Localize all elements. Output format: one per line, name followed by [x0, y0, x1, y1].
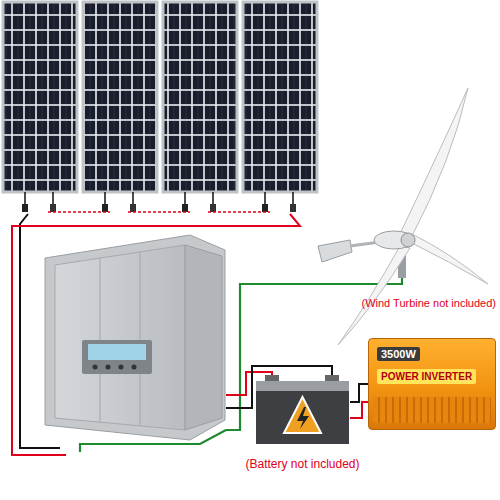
- button: [119, 365, 124, 370]
- solar-panel: [243, 2, 317, 192]
- power-inverter: 3500W POWER INVERTER: [368, 338, 496, 430]
- mc4-connector: [210, 204, 216, 212]
- mc4-connector: [50, 204, 56, 212]
- battery-unit: (Battery not included): [255, 375, 350, 445]
- tail-vane: [318, 240, 352, 262]
- battery-lid: [256, 381, 349, 391]
- inverter-positive-wire: [350, 402, 368, 418]
- battery-symbol: [255, 375, 350, 445]
- lcd-screen: [88, 344, 146, 360]
- series-wire: [48, 211, 110, 213]
- panel-cable: [264, 192, 266, 204]
- battery-terminal: [325, 375, 339, 382]
- panel-cable: [24, 192, 26, 204]
- panel-cable: [212, 192, 214, 204]
- series-wire: [208, 211, 270, 213]
- panel-cable: [292, 192, 294, 204]
- button: [93, 365, 98, 370]
- turbine-blade: [398, 88, 468, 240]
- mc4-connector: [290, 204, 296, 212]
- button: [106, 365, 111, 370]
- battery-body: [256, 391, 349, 444]
- lightning-symbol: [297, 407, 309, 429]
- series-wires: [48, 211, 270, 213]
- hub: [401, 233, 415, 247]
- battery-terminal: [265, 375, 279, 382]
- panel-cable: [132, 192, 134, 204]
- panel-cable: [52, 192, 54, 204]
- mc4-connector: [262, 204, 268, 212]
- controller-side: [185, 245, 222, 430]
- charge-controller: [45, 235, 225, 440]
- series-wire: [128, 211, 190, 213]
- mc4-connector: [22, 204, 28, 212]
- controller-housing: [45, 235, 225, 440]
- callout-note: (Wind Turbine not included): [361, 297, 496, 309]
- panel-cable: [184, 192, 186, 204]
- controller-front: [55, 245, 185, 430]
- button: [132, 365, 137, 370]
- mc4-connector: [130, 204, 136, 212]
- nacelle: [374, 231, 414, 249]
- warning-triangle: [284, 397, 321, 433]
- panel-connectors: [22, 192, 296, 212]
- turbine-blade: [338, 246, 410, 345]
- cooling-fins: [373, 397, 491, 423]
- power-cable: [350, 384, 368, 402]
- power-rating: 3500W: [377, 347, 420, 361]
- mc4-connector: [182, 204, 188, 212]
- controller-display-bezel: [82, 340, 152, 374]
- mc4-connector: [102, 204, 108, 212]
- product-label: POWER INVERTER: [377, 369, 476, 384]
- solar-panels: [3, 2, 317, 192]
- panel-cable: [104, 192, 106, 204]
- controller-seam: [139, 252, 140, 426]
- solar-panel: [3, 2, 77, 192]
- solar-panel: [163, 2, 237, 192]
- callout-note: (Battery not included): [245, 457, 359, 471]
- solar-panel: [83, 2, 157, 192]
- turbine-blade: [410, 234, 488, 284]
